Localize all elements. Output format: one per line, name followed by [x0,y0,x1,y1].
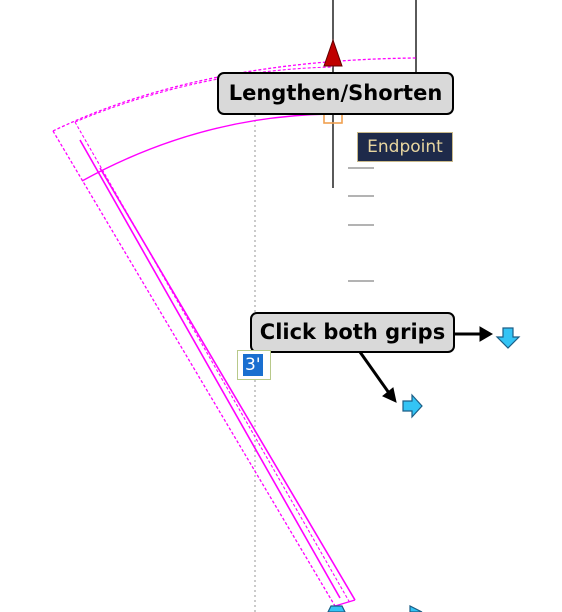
endpoint-snap-tooltip: Endpoint [357,132,453,162]
callout-lengthen-shorten: Lengthen/Shorten [217,72,454,115]
bottom-grip-icon[interactable] [327,605,423,612]
tick-marks [348,167,374,282]
dimension-input-value: 3' [243,354,263,376]
dimension-input[interactable]: 3' [237,350,271,380]
right-arrow-grip-icon[interactable] [402,393,423,419]
straight-wall-preview [52,121,356,607]
down-arrow-grip-icon[interactable] [495,327,521,349]
triangle-grip-icon[interactable] [323,38,343,67]
callout-click-both-grips: Click both grips [250,312,455,353]
curved-wall-preview [52,57,417,182]
callout-leader-arrows [358,326,493,403]
